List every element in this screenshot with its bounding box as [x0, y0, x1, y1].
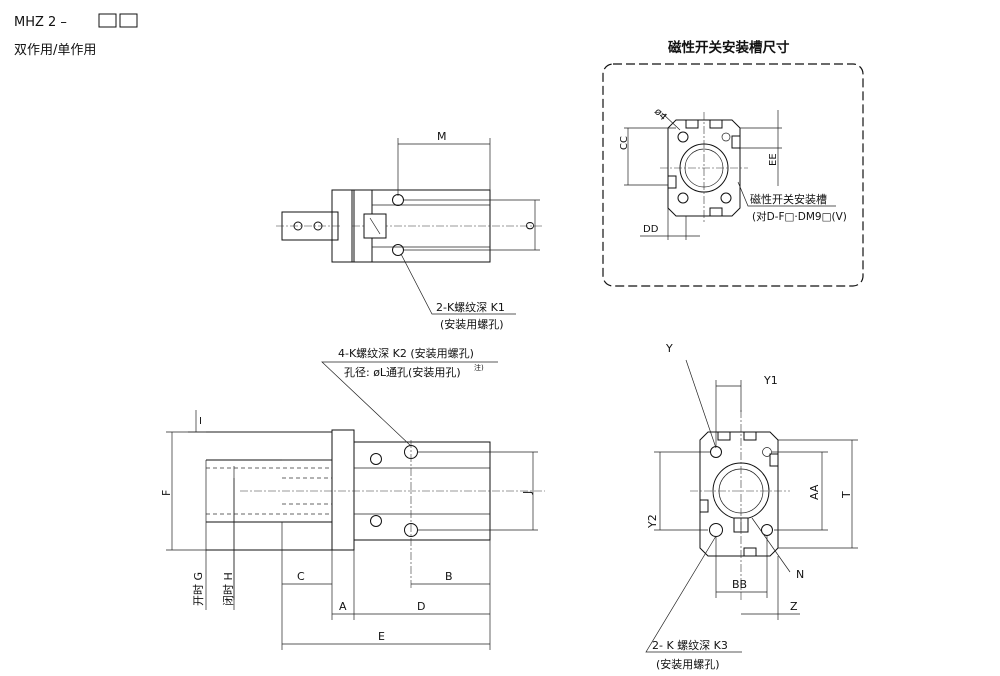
dim-phi4-label: ø4 — [652, 106, 669, 123]
dim-o-label: O — [524, 221, 537, 230]
front-hole-1 — [370, 453, 382, 465]
dim-y-label: Y — [665, 342, 673, 355]
slot-right-upper — [731, 135, 741, 149]
dim-e-label: E — [378, 630, 385, 643]
close-label: 闭时 H — [222, 572, 235, 606]
dim-d-label: D — [417, 600, 425, 613]
front-lower-jaw — [206, 521, 333, 551]
model-blank-box-1 — [98, 13, 117, 28]
slot-hole-br — [720, 192, 732, 204]
n-leader — [751, 517, 791, 573]
slot-hole-bl — [677, 192, 689, 204]
slot-note-line1: 磁性开关安装槽 — [750, 192, 827, 206]
dim-y2-label: Y2 — [646, 514, 659, 529]
top-view: M O 2-K螺纹深 K1 (安装用螺孔) — [276, 130, 542, 331]
dim-c-label: C — [297, 570, 305, 583]
dim-y1-label: Y1 — [763, 374, 778, 387]
y-leader — [685, 359, 717, 449]
slot-panel-frame — [602, 63, 864, 287]
dim-dd-label: DD — [643, 224, 659, 235]
front-callout-note: 注) — [474, 363, 484, 372]
dim-m-label: M — [437, 130, 447, 143]
slot-hole-tr — [721, 132, 731, 142]
end-hole-tl — [710, 446, 722, 458]
dim-aa-label: AA — [808, 484, 821, 500]
slot-top-left — [685, 119, 699, 129]
open-label: 开时 G — [192, 572, 205, 606]
dim-j-label: J — [521, 491, 534, 495]
slot-note-leader — [737, 181, 836, 207]
slot-bottom-right — [709, 207, 723, 217]
dim-bb-label: BB — [732, 578, 747, 591]
front-hole-4 — [404, 523, 418, 537]
front-view: 4-K螺纹深 K2 (安装用螺孔) 孔径: øL通孔(安装用孔) 注) I F … — [160, 346, 545, 650]
front-hole-2 — [370, 515, 382, 527]
subtitle: 双作用/单作用 — [14, 43, 96, 58]
end-hole-bl — [709, 523, 723, 537]
dim-ee-label: EE — [768, 153, 779, 166]
top-mount-hole-1 — [392, 194, 404, 206]
end-callout-leader — [645, 535, 742, 653]
top-callout-line2: (安装用螺孔) — [440, 317, 504, 331]
model-blank-box-2 — [119, 13, 138, 28]
dim-z-label: Z — [790, 600, 798, 613]
slot-left-lower — [667, 175, 677, 189]
dim-f-label: F — [160, 490, 173, 496]
slot-note-line2: (对D-F□·DM9□(V) — [752, 210, 847, 223]
dim-cc-label: CC — [619, 136, 630, 150]
dim-t-label: T — [840, 491, 853, 499]
slot-hole-tl — [677, 131, 689, 143]
phi4-leader — [661, 112, 681, 131]
slot-top-right — [709, 119, 723, 129]
end-callout-line1: 2- K 螺纹深 K3 — [652, 638, 728, 652]
header: MHZ 2 – 双作用/单作用 — [14, 13, 138, 58]
top-mount-hole-2 — [392, 244, 404, 256]
end-body-outline — [699, 431, 779, 557]
dim-n-label: N — [796, 568, 804, 581]
dim-a-label: A — [339, 600, 347, 613]
end-callout-line2: (安装用螺孔) — [656, 657, 720, 671]
front-callout-line1: 4-K螺纹深 K2 (安装用螺孔) — [338, 346, 474, 360]
slot-panel-title: 磁性开关安装槽尺寸 — [668, 39, 790, 56]
front-callout-line2: 孔径: øL通孔(安装用孔) — [344, 365, 461, 379]
slot-panel: 磁性开关安装槽尺寸 CC EE DD — [602, 39, 864, 287]
top-body — [371, 189, 491, 263]
front-callout-leader — [321, 361, 498, 447]
model-prefix: MHZ 2 – — [14, 15, 67, 30]
top-callout-line1: 2-K螺纹深 K1 — [436, 300, 505, 314]
end-hole-br — [761, 524, 773, 536]
top-callout-leader — [400, 253, 516, 315]
front-upper-jaw — [206, 431, 333, 461]
dim-b-label: B — [445, 570, 453, 583]
end-view: Y Y1 Y2 AA T BB Z N — [645, 342, 858, 671]
end-hole-tr — [762, 447, 772, 457]
dim-i-label: I — [199, 416, 202, 427]
front-end-plate — [331, 429, 355, 551]
